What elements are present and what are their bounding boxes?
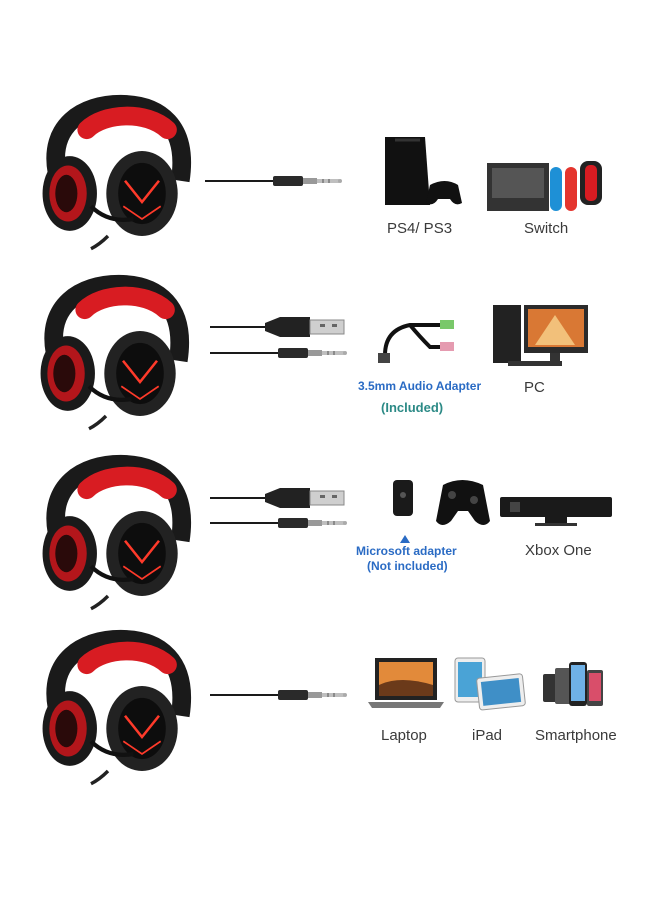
ps4-console-icon — [385, 137, 462, 205]
laptop-icon — [368, 658, 444, 708]
game-controller-icon — [436, 480, 490, 525]
headset-icon — [43, 639, 182, 784]
adapter-note: (Not included) — [367, 559, 448, 573]
headset-icon — [43, 464, 182, 609]
smartphone-icon — [543, 662, 603, 706]
label-ps4-ps3: PS4/ PS3 — [387, 220, 453, 237]
row-console: PS4/ PS3 Switch — [0, 95, 660, 265]
aux-jack-icon — [209, 517, 348, 529]
aux-jack-icon — [209, 347, 348, 359]
headset-icon — [41, 284, 180, 429]
headset-icon — [43, 104, 182, 249]
audio-splitter-icon — [378, 320, 454, 363]
aux-jack-icon — [209, 689, 348, 701]
adapter-name: 3.5mm Audio Adapter — [358, 379, 482, 393]
pointer-arrow-icon — [400, 535, 410, 543]
label-pc: PC — [524, 379, 545, 396]
kinect-sensor-icon — [500, 497, 612, 526]
tablet-icon — [454, 657, 526, 711]
xbox-adapter-icon — [393, 480, 413, 516]
label-xbox-one: Xbox One — [525, 542, 592, 559]
nintendo-switch-icon — [487, 161, 602, 211]
label-ipad: iPad — [472, 727, 503, 744]
row-pc: 3.5mm Audio Adapter (Included) PC — [0, 275, 660, 450]
usb-plug-icon — [209, 316, 345, 338]
aux-jack-icon — [204, 175, 343, 187]
usb-plug-icon — [209, 487, 345, 509]
adapter-note: (Included) — [381, 400, 444, 415]
desktop-pc-icon — [493, 305, 588, 366]
label-laptop: Laptop — [381, 727, 427, 744]
row-xbox: Microsoft adapter (Not included) Xbox On… — [0, 455, 660, 625]
row-mobile: Laptop iPad Smartphone — [0, 630, 660, 805]
adapter-name: Microsoft adapter — [356, 544, 457, 558]
label-smartphone: Smartphone — [535, 727, 617, 744]
label-switch: Switch — [524, 220, 569, 237]
